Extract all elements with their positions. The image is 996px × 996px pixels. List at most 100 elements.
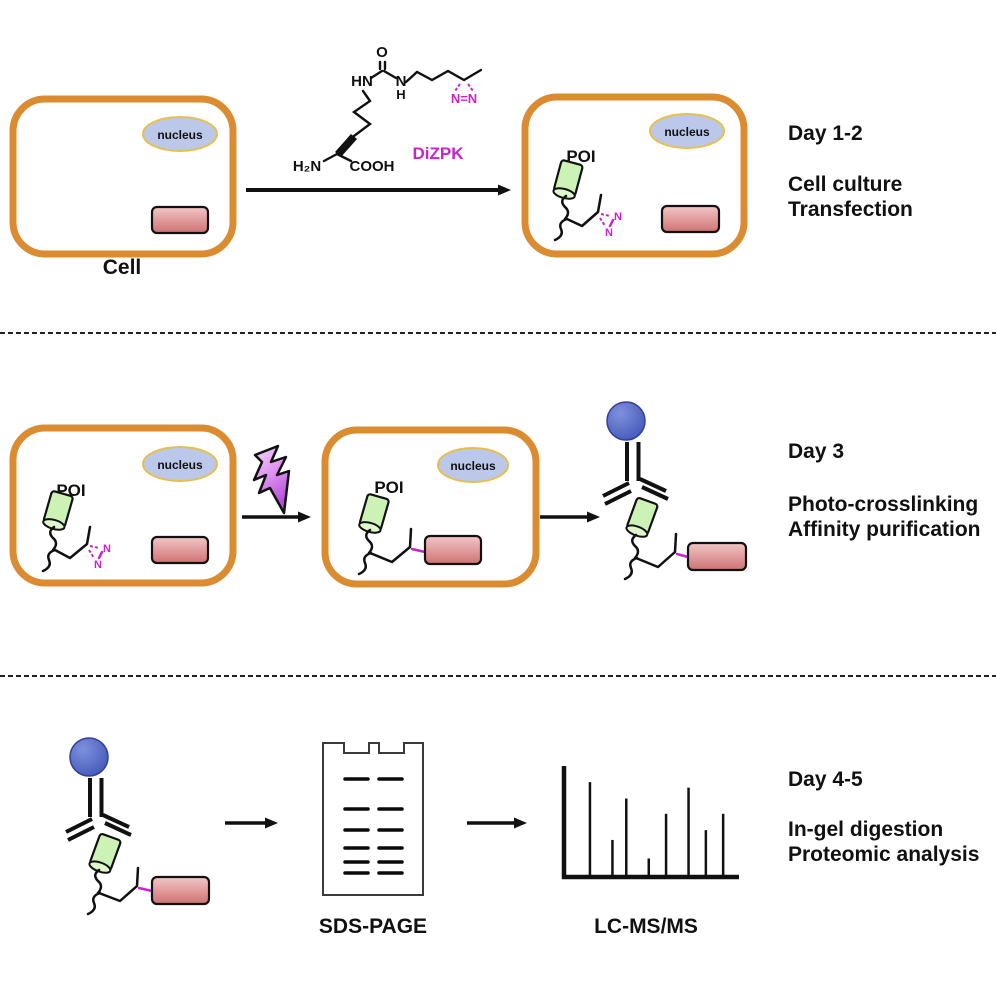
diazirine-n-label: N	[614, 211, 622, 223]
nucleus-label: nucleus	[450, 459, 496, 473]
antibody-arm	[602, 481, 630, 498]
nucleus-shape	[142, 116, 218, 152]
diazirine-nn-bond	[608, 218, 615, 228]
side-chain	[53, 525, 92, 560]
diazirine-bond	[599, 217, 606, 227]
diazirine-n-label: N	[94, 559, 102, 571]
target-protein-crosslinked	[686, 541, 748, 572]
target-protein	[660, 204, 721, 234]
sds-page-label: SDS-PAGE	[319, 915, 427, 938]
bead-icon	[69, 737, 109, 777]
step-label: Cell culture	[788, 173, 902, 196]
affinity-complex	[602, 401, 748, 581]
row-1-transfection: nucleus Cell O HN N H N=N H₂N COOH	[9, 44, 913, 279]
nucleus-shape	[649, 113, 725, 149]
bond	[382, 69, 398, 80]
bond	[369, 69, 384, 80]
day-1-2-annotation: Day 1-2 Cell culture Transfection	[788, 122, 913, 221]
antibody-arm	[641, 485, 669, 501]
n-label: N	[396, 73, 407, 90]
gel-bands	[343, 777, 404, 875]
peptide-squiggle	[93, 868, 103, 895]
antibody-arm	[604, 489, 632, 506]
diazirine-n-label: N	[103, 543, 111, 555]
bond	[335, 152, 353, 163]
step-label: Transfection	[788, 198, 913, 221]
bond	[322, 152, 339, 163]
side-chain	[565, 193, 603, 228]
target-protein	[150, 535, 210, 565]
diazirine-bond	[454, 83, 461, 92]
antibody-arm	[67, 825, 95, 842]
uv-lightning-icon	[252, 444, 291, 515]
day-label: Day 4-5	[788, 768, 863, 791]
crosslink-bond	[675, 552, 690, 559]
row-2-crosslinking: nucleus POI N N nucleus POI	[9, 401, 981, 588]
day-label: Day 3	[788, 440, 844, 463]
diazirine-bond	[600, 213, 611, 217]
poi-cylinder	[88, 833, 122, 874]
antibody-arm	[65, 817, 93, 834]
purified-complex	[65, 737, 211, 916]
cell-empty: nucleus Cell	[9, 95, 237, 279]
spectrum-axes	[561, 766, 739, 880]
hn-label: HN	[351, 73, 373, 90]
diazirine-nn-label: N=N	[451, 91, 477, 106]
carboxyl-label: COOH	[350, 158, 395, 175]
nucleus-shape	[142, 446, 218, 482]
nucleus-label: nucleus	[157, 458, 203, 472]
peptide-tail	[86, 891, 102, 916]
step-label: Proteomic analysis	[788, 843, 979, 866]
cell-transfected: nucleus POI N N	[521, 93, 748, 258]
side-chain	[634, 532, 678, 569]
poi-cylinder	[625, 497, 659, 538]
crosslink-bond	[410, 547, 427, 554]
h-label: H	[396, 87, 405, 102]
poi-label: POI	[566, 147, 595, 166]
amine-label: H₂N	[293, 158, 321, 175]
nucleus-shape	[437, 447, 509, 483]
antibody-arm	[102, 813, 130, 829]
diazirine-n-label: N	[605, 227, 613, 239]
day-4-5-annotation: Day 4-5 In-gel digestion Proteomic analy…	[788, 768, 979, 866]
crosslink-bond	[137, 886, 154, 893]
peptide-squiggle	[630, 533, 640, 560]
day-label: Day 1-2	[788, 122, 863, 145]
cell-after-uv: nucleus POI	[321, 426, 540, 588]
target-protein-crosslinked	[423, 534, 483, 566]
wedge-bond	[335, 134, 357, 157]
lc-msms-spectrum: LC-MS/MS	[561, 766, 739, 938]
carbonyl-o-label: O	[376, 44, 388, 61]
nucleus-label: nucleus	[664, 125, 710, 139]
diazirine-bond	[89, 545, 100, 549]
nucleus-label: nucleus	[157, 128, 203, 142]
peptide-tail	[623, 556, 639, 581]
alkyl-chain-right	[404, 68, 483, 84]
target-protein-crosslinked	[150, 875, 211, 906]
lysine-chain	[351, 89, 372, 138]
dizpk-structure: O HN N H N=N H₂N COOH DiZPK	[293, 44, 483, 175]
gel-outline	[322, 742, 424, 896]
diazirine-bond	[88, 549, 95, 559]
poi-cylinder	[42, 490, 74, 531]
sds-page-gel: SDS-PAGE	[319, 742, 427, 938]
spectrum-peaks	[588, 782, 725, 877]
step-label: In-gel digestion	[788, 818, 943, 841]
poi-label: POI	[374, 478, 403, 497]
bead-icon	[606, 401, 646, 441]
poi-cylinder	[552, 159, 584, 200]
target-protein	[150, 205, 210, 235]
antibody-arm	[639, 477, 667, 493]
diazirine-nn-bond	[97, 550, 104, 560]
day-3-annotation: Day 3 Photo-crosslinking Affinity purifi…	[788, 440, 981, 541]
poi-cylinder	[358, 493, 390, 534]
step-label: Affinity purification	[788, 518, 981, 541]
diazirine-bond	[467, 83, 474, 92]
cell-before-uv: nucleus POI N N	[9, 424, 237, 587]
row-3-analysis: SDS-PAGE LC-MS/MS Day 4-5 In-gel digesti…	[65, 737, 979, 938]
side-chain	[368, 527, 413, 564]
antibody-arm	[104, 821, 132, 837]
side-chain	[97, 866, 140, 903]
